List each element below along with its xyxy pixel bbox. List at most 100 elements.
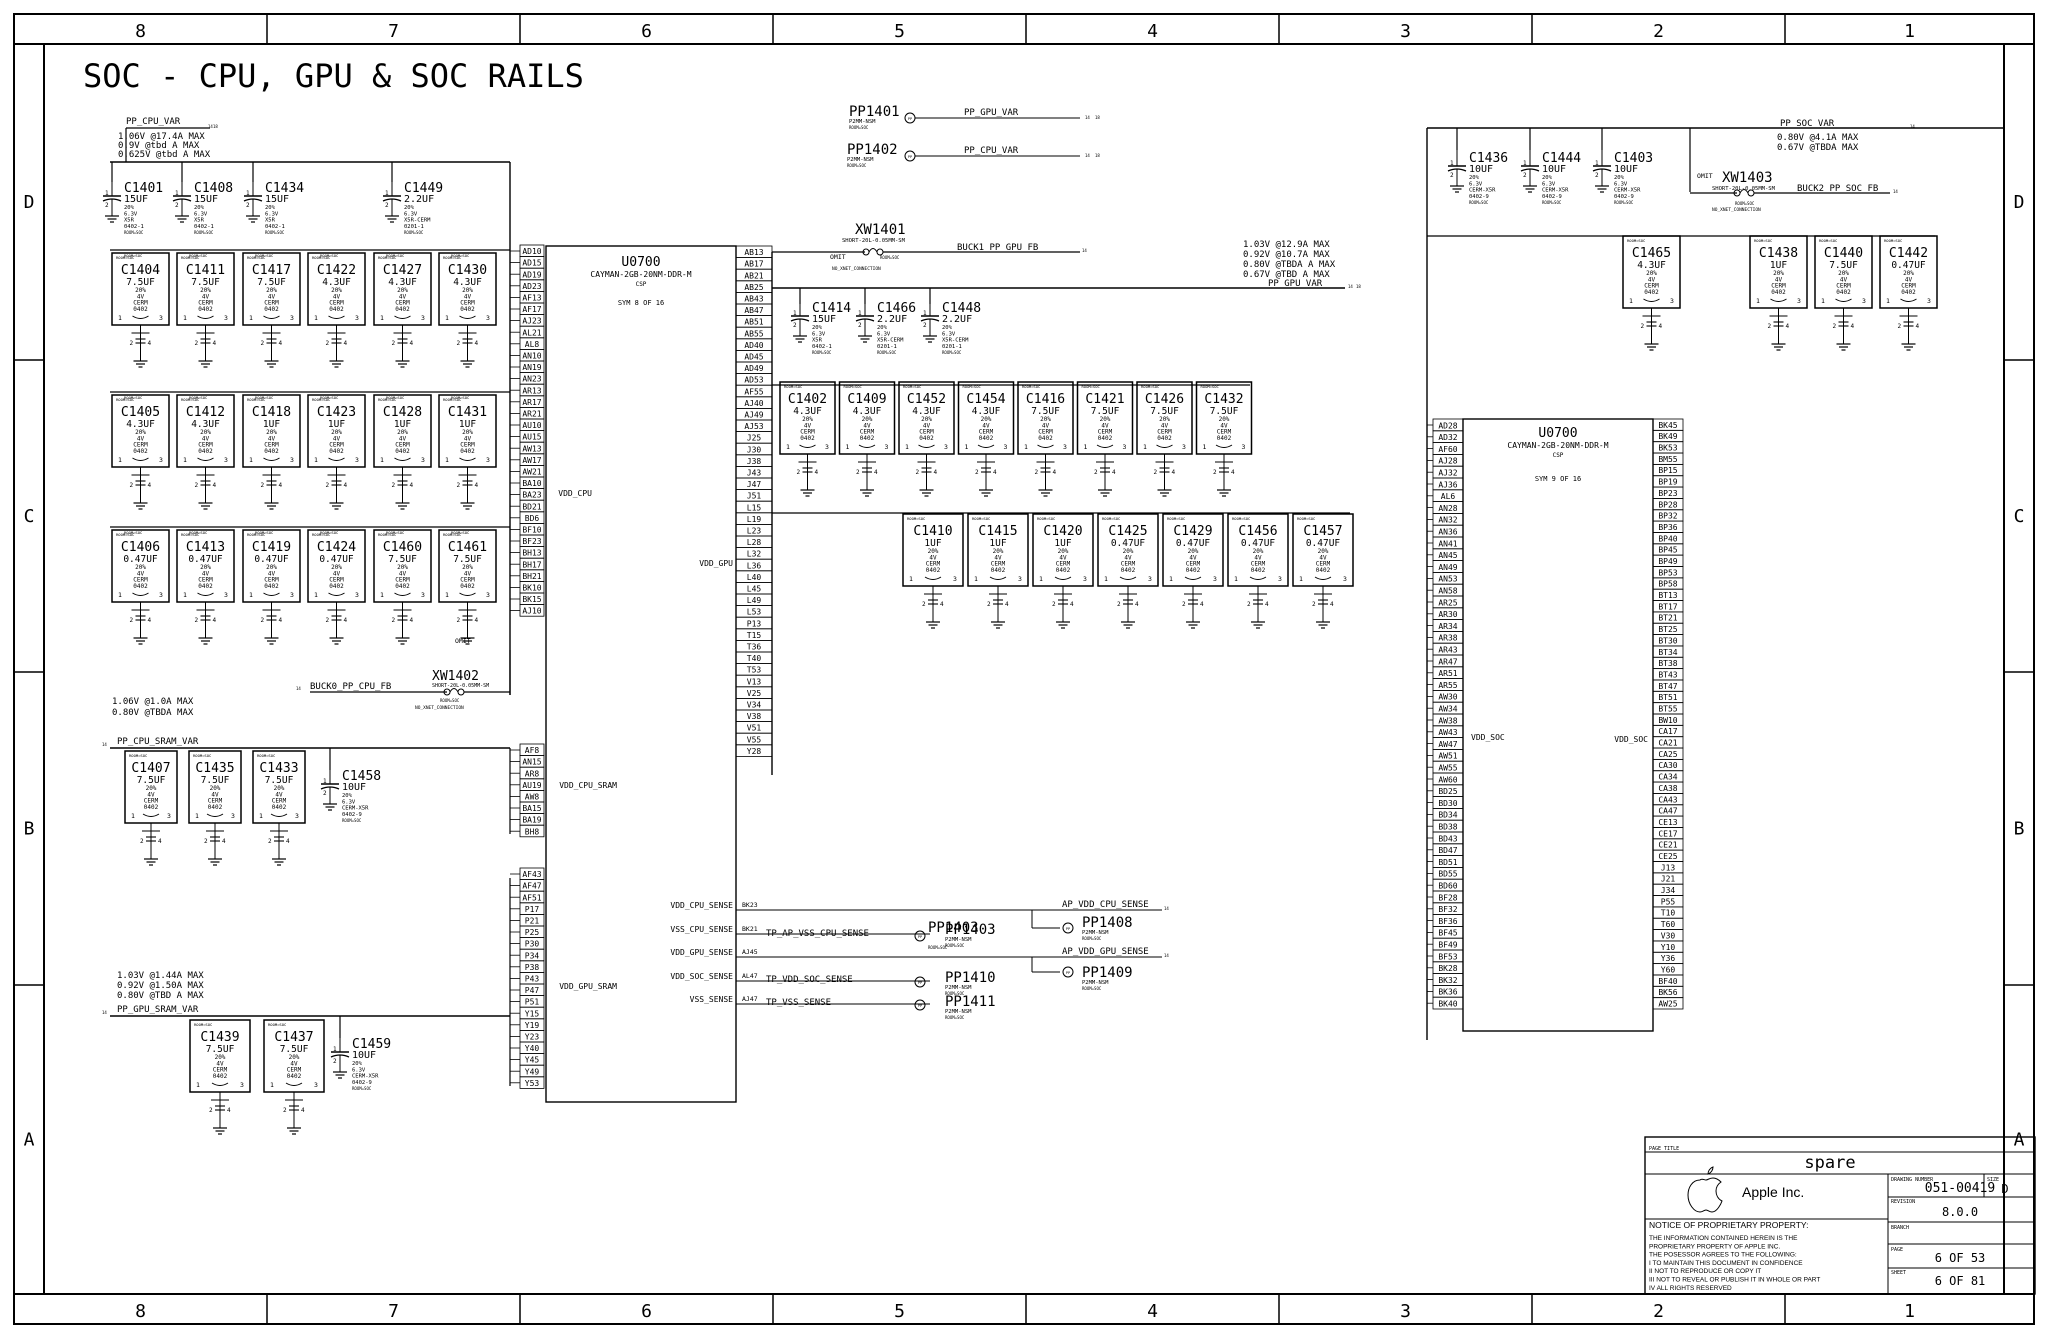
cap-spec: CERM xyxy=(329,442,344,449)
pin-number: Y23 xyxy=(525,1033,540,1042)
notice-line: I TO MAINTAIN THIS DOCUMENT IN CONFIDENC… xyxy=(1649,1260,1803,1267)
pin-number: AR21 xyxy=(522,410,541,419)
cap-spec: 20% xyxy=(1253,548,1264,555)
cap-spec: CERM xyxy=(1217,429,1232,436)
pin-number: AW34 xyxy=(1438,705,1457,714)
pin-number: AL21 xyxy=(522,328,541,337)
cap-pin: 2 xyxy=(268,838,272,845)
pin-number: P47 xyxy=(525,986,540,995)
cap-arc xyxy=(1643,298,1660,302)
zone-row-label-left: B xyxy=(24,819,35,840)
cap-pin: 2 xyxy=(105,202,109,209)
cap-pin: 2 xyxy=(392,340,396,347)
cap-pin: 3 xyxy=(159,314,163,322)
cap-spec: 0402 xyxy=(198,306,213,313)
cap-pin: 2 xyxy=(1523,172,1527,179)
net-ap-vdd-cpu-sense: AP_VDD_CPU_SENSE xyxy=(1062,900,1149,910)
cap-pin: 4 xyxy=(1916,323,1920,330)
cap-pin: 3 xyxy=(1083,575,1087,583)
cap-pin: 2 xyxy=(987,601,991,608)
testpoint-circle xyxy=(1062,922,1074,934)
pin-number: BA10 xyxy=(522,479,541,488)
cap-spec: 4V xyxy=(399,435,407,442)
pin-number: V13 xyxy=(747,677,762,686)
page-title: SOC - CPU, GPU & SOC RAILS xyxy=(83,57,584,95)
size-value: D xyxy=(2001,1182,2008,1196)
pin-number: BP15 xyxy=(1658,466,1677,475)
cap-ref: C1410 xyxy=(913,524,952,539)
cap-pin: 1 xyxy=(249,591,253,599)
cap-arc xyxy=(197,315,214,319)
cap-pin: 1 xyxy=(183,591,187,599)
cap-pin: 4 xyxy=(874,469,878,476)
cap-pin: 3 xyxy=(224,314,228,322)
pin-number: AD10 xyxy=(522,247,541,256)
cap-value: 1UF xyxy=(263,419,280,430)
pin-number: AR8 xyxy=(525,769,540,778)
cap-ref: C1428 xyxy=(383,405,422,420)
revision-value: 8.0.0 xyxy=(1942,1205,1978,1219)
pin-number: T36 xyxy=(747,643,762,652)
cap-spec: 20% xyxy=(210,785,221,792)
testpoint-tag: PP xyxy=(1066,971,1070,975)
cap-spec: CERM xyxy=(213,1067,228,1074)
pin-number: BT38 xyxy=(1658,659,1677,668)
cap-pin: 2 xyxy=(1595,172,1599,179)
cap-pin: 4 xyxy=(475,617,479,624)
pin-cell xyxy=(519,604,545,617)
cap-pin: 1 xyxy=(131,812,135,820)
pin-number: BT25 xyxy=(1658,625,1677,634)
pin-number: BM55 xyxy=(1658,455,1677,464)
cap-value: 2.2UF xyxy=(942,314,972,325)
pin-number: AN53 xyxy=(1438,575,1457,584)
cap-arc xyxy=(132,457,149,461)
cap-pin: 2 xyxy=(457,482,461,489)
pin-number: AB21 xyxy=(744,271,763,280)
cap-spec: 20% xyxy=(352,1061,363,1067)
cap-spec: 20% xyxy=(274,785,285,792)
room-tag: ROOM=SOC xyxy=(320,530,338,535)
cap-spec: 20% xyxy=(404,205,415,211)
pin-number: BT17 xyxy=(1658,602,1677,611)
cap-spec: 0402 xyxy=(991,567,1006,574)
cap-spec: 0402-9 xyxy=(1542,194,1562,200)
pin-number: J47 xyxy=(747,480,762,489)
room-tag: ROOM=SOC xyxy=(844,384,862,389)
cap-spec: 20% xyxy=(342,793,353,799)
cap-arc xyxy=(1156,444,1173,448)
sense-pin-number: AJ45 xyxy=(742,948,758,956)
testpoint-sub: P2MM-NSM xyxy=(847,157,874,163)
room-tag: ROOM=SOC xyxy=(247,397,265,402)
net-ap-vdd-gpu-sense: AP_VDD_GPU_SENSE xyxy=(1062,947,1149,957)
cap-pin: 1 xyxy=(905,443,909,451)
sense-pin-number: BK21 xyxy=(742,925,758,933)
pin-number: AD23 xyxy=(522,282,541,291)
pin-number: AB17 xyxy=(744,260,763,269)
short-ref: XW1402 xyxy=(432,669,479,684)
pin-number: AR55 xyxy=(1438,681,1457,690)
cap-pin: 1 xyxy=(249,456,253,464)
room-tag: ROOM=SOC xyxy=(189,395,207,400)
cap-spec: 20% xyxy=(146,785,157,792)
room-tag: ROOM=SOC xyxy=(784,384,802,389)
pin-number: AW17 xyxy=(522,456,541,465)
pin-number: Y45 xyxy=(525,1056,540,1065)
cap-spec: 4V xyxy=(137,293,145,300)
room-tag: ROOM=SOC xyxy=(268,1022,286,1027)
cap-spec: CERM xyxy=(1251,561,1266,568)
pin-number: AR30 xyxy=(1438,610,1457,619)
pin-number: BK10 xyxy=(522,584,541,593)
notice-line: PROPRIETARY PROPERTY OF APPLE INC. xyxy=(1649,1243,1780,1250)
room-tag: ROOM=SOC xyxy=(1037,516,1055,521)
net-pp-cpu-var: PP_CPU_VAR xyxy=(964,146,1019,156)
cap-spec: 0402 xyxy=(272,804,287,811)
cap-spec: 20% xyxy=(921,416,932,423)
pin-number: AN32 xyxy=(1438,516,1457,525)
cap-pin: 1 xyxy=(270,1081,274,1089)
cap-spec: 20% xyxy=(266,564,277,571)
cap-spec: 20% xyxy=(462,429,473,436)
cap-pin: 1 xyxy=(1203,443,1207,451)
cap-value: 4.3UF xyxy=(126,419,155,430)
pin-number: AN58 xyxy=(1438,587,1457,596)
room-tag: ROOM=SOC xyxy=(312,397,330,402)
